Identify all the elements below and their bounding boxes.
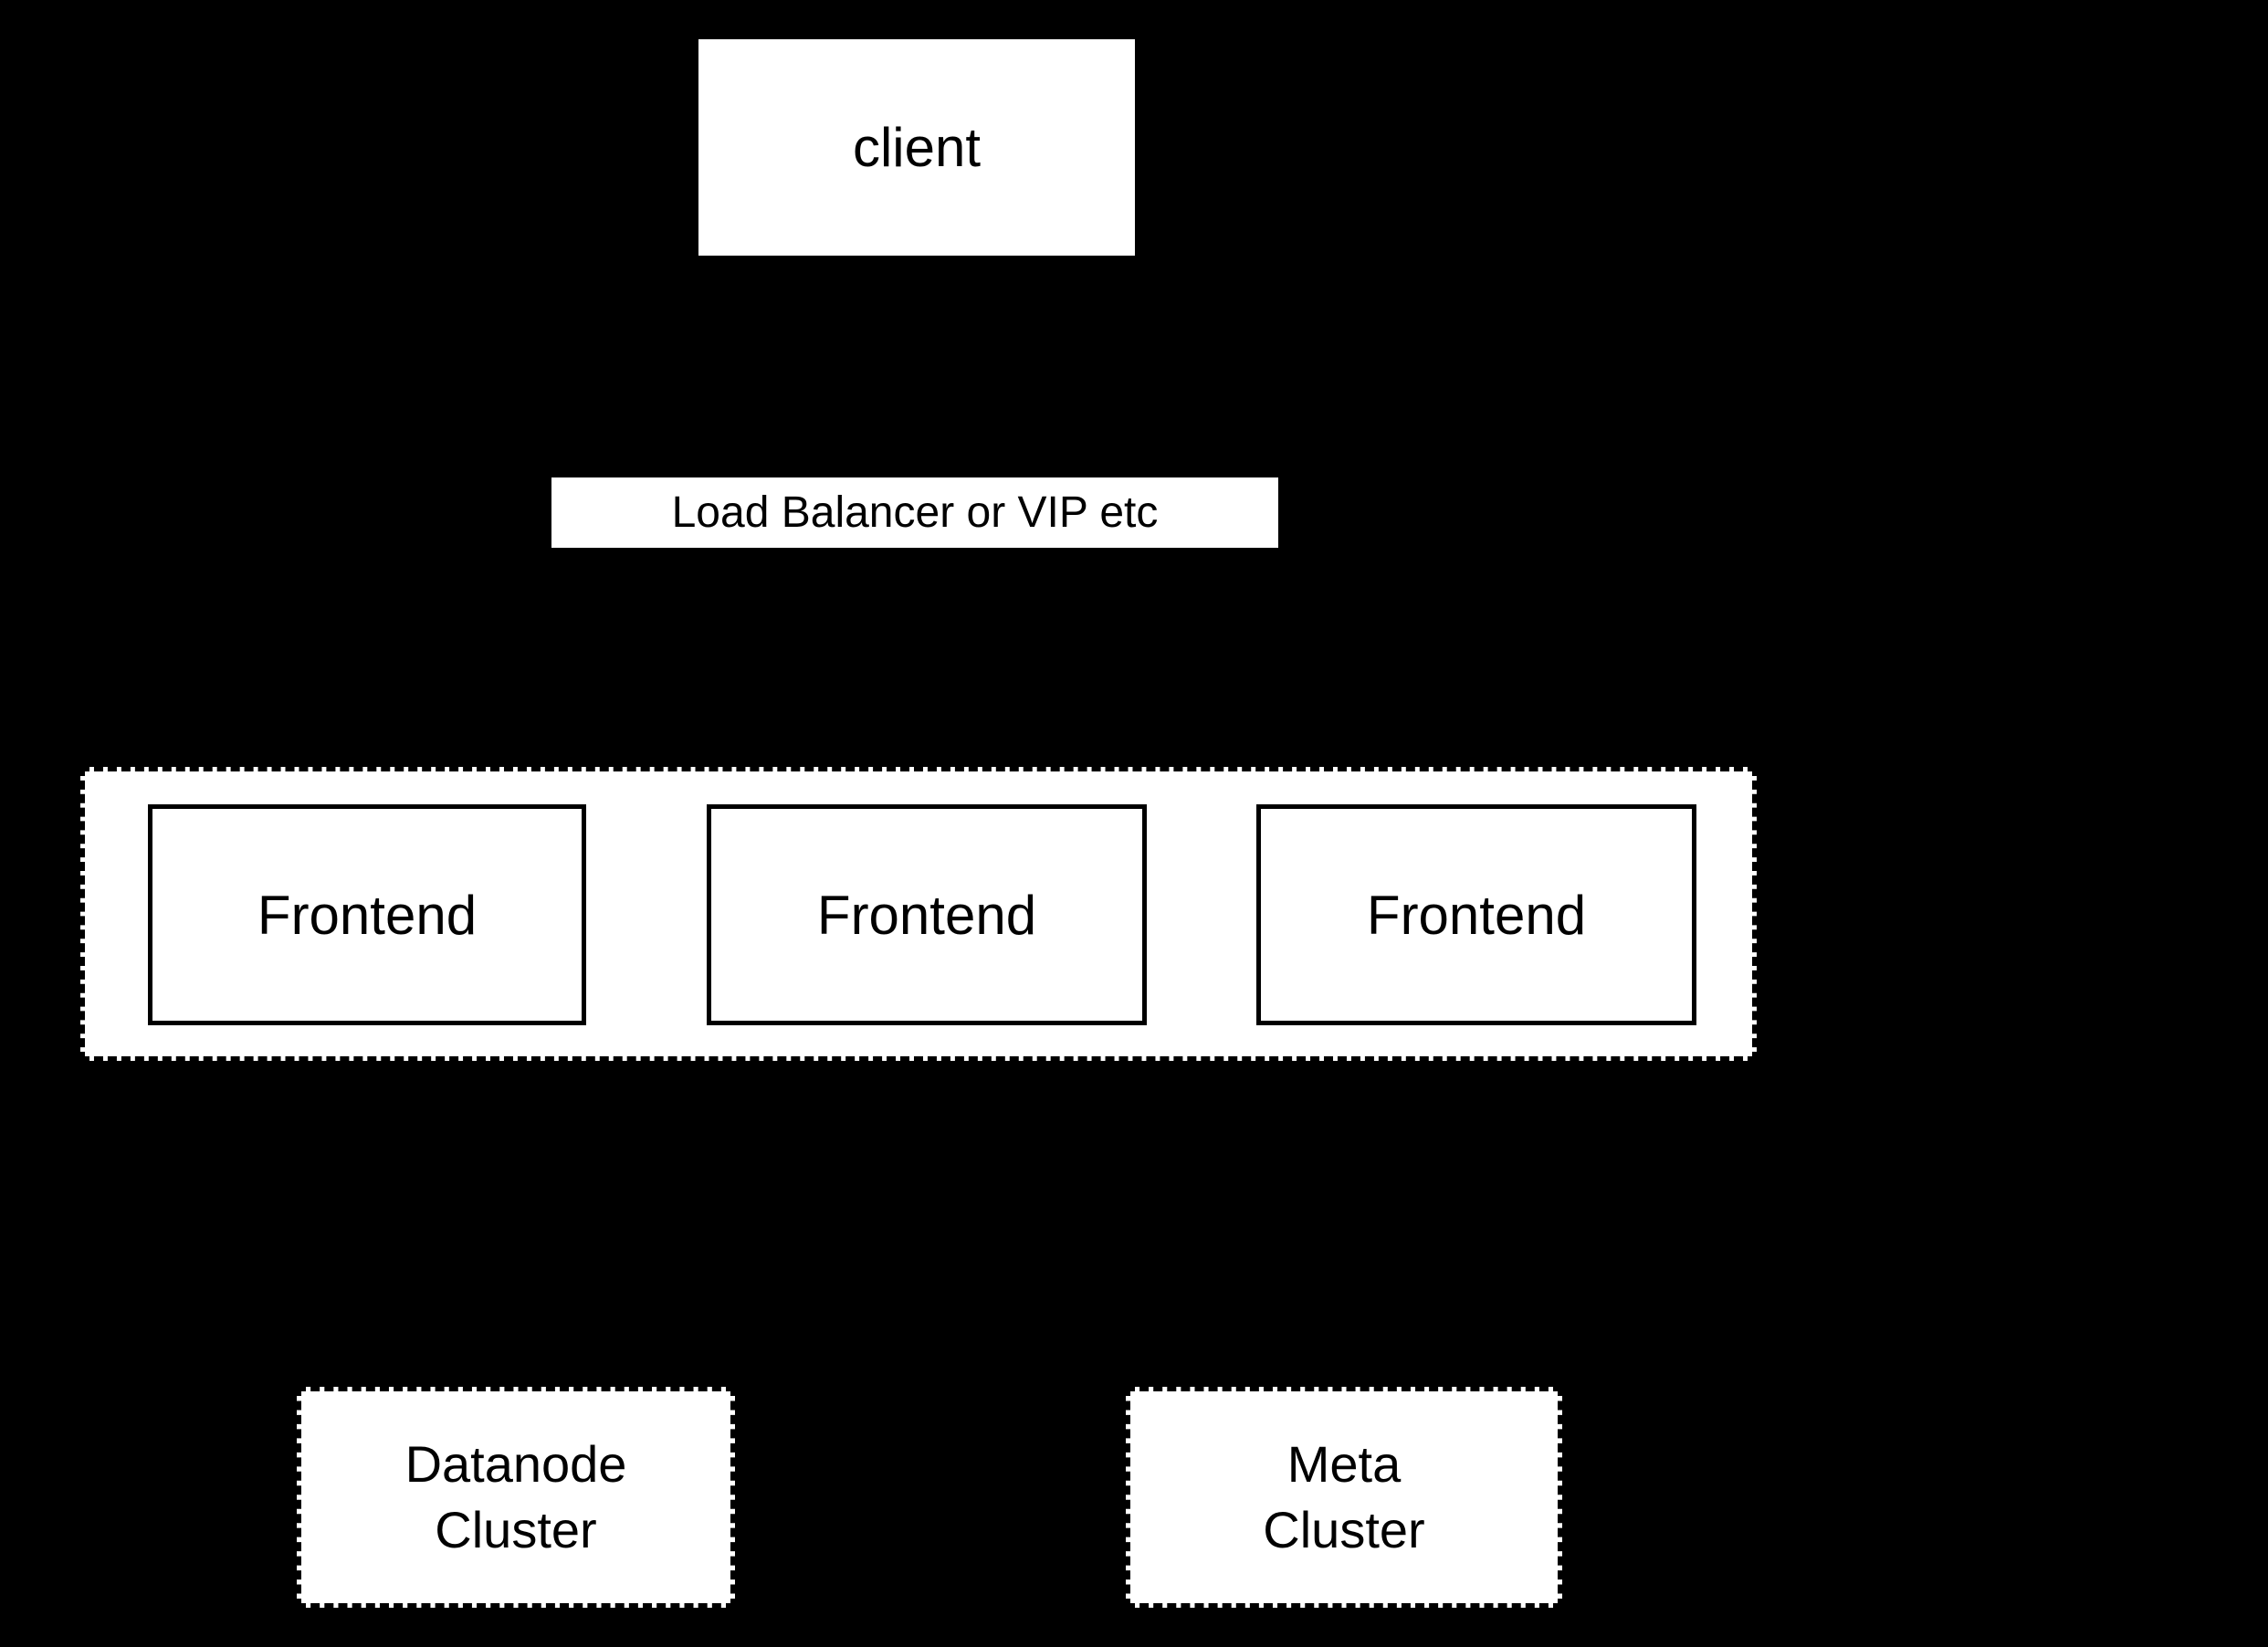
meta-cluster-label-line2: Cluster xyxy=(1263,1501,1425,1558)
meta-cluster-node: Meta Cluster xyxy=(1126,1387,1562,1608)
frontend-label: Frontend xyxy=(257,884,478,946)
frontend-node-3: Frontend xyxy=(1256,804,1696,1025)
meta-cluster-label-line1: Meta xyxy=(1286,1435,1402,1493)
frontend-node-2: Frontend xyxy=(707,804,1147,1025)
datanode-cluster-label-line2: Cluster xyxy=(435,1501,597,1558)
datanode-cluster-node: Datanode Cluster xyxy=(297,1387,735,1608)
load-balancer-label: Load Balancer or VIP etc xyxy=(671,488,1159,537)
load-balancer-node: Load Balancer or VIP etc xyxy=(551,477,1278,548)
datanode-cluster-label-line1: Datanode xyxy=(404,1435,627,1493)
frontend-label: Frontend xyxy=(816,884,1037,946)
frontend-node-1: Frontend xyxy=(148,804,586,1025)
frontend-label: Frontend xyxy=(1366,884,1587,946)
client-label: client xyxy=(852,117,982,178)
client-node: client xyxy=(698,39,1135,256)
